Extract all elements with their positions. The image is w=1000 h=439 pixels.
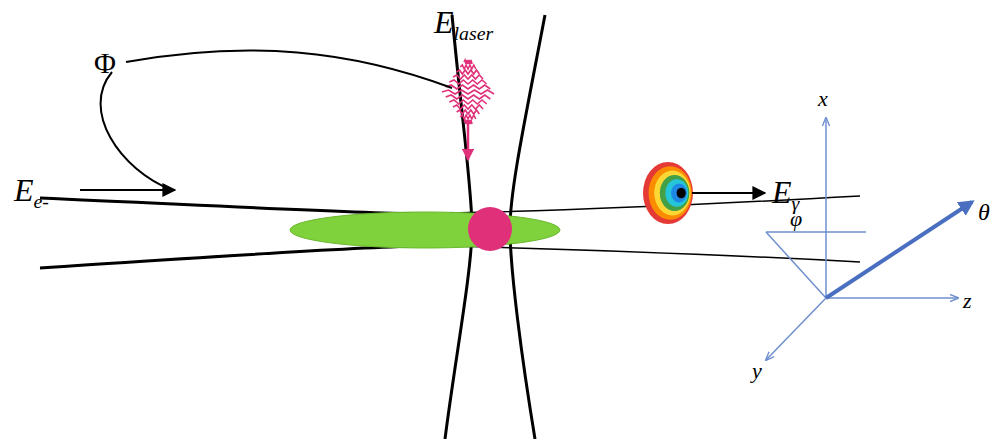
photon-ring (660, 175, 690, 211)
subscript-text: e- (34, 190, 49, 212)
laser-wave (453, 75, 483, 79)
laser-wave (446, 95, 491, 99)
laser-wave (449, 100, 486, 104)
laser-wave (464, 60, 472, 64)
laser-wave (442, 90, 494, 94)
energy-label: Eγ (772, 176, 799, 208)
laser-wave (457, 110, 480, 114)
label-text: E (434, 4, 454, 40)
label-text: x (818, 86, 828, 111)
subscript-text: laser (454, 22, 494, 44)
energy-label: Elaser (434, 6, 493, 38)
label-text: θ (978, 199, 990, 225)
laser-wave (460, 65, 475, 69)
photon-ring (643, 162, 693, 224)
symbol-label: φ (790, 208, 802, 230)
label-text: E (14, 172, 34, 208)
photon-ring (677, 188, 686, 198)
photon-ring (649, 166, 692, 219)
photon-ring (665, 179, 688, 207)
symbol-label: y (752, 360, 762, 382)
label-text: φ (790, 206, 802, 231)
symbol-label: θ (978, 200, 990, 224)
label-text: E (772, 174, 792, 210)
laser-wave (453, 105, 483, 109)
label-text: z (963, 288, 972, 313)
laser-wave (457, 70, 480, 74)
laser-wave (460, 115, 475, 119)
laser-wave (446, 85, 491, 89)
symbol-label: x (818, 88, 828, 110)
symbol-label: z (963, 290, 972, 312)
laser-wave (449, 80, 486, 84)
photon-ring (671, 184, 687, 203)
symbol-label: Φ (94, 48, 116, 78)
label-text: y (752, 358, 762, 383)
energy-label: Ee- (14, 174, 49, 206)
photon-ring (654, 171, 690, 216)
label-text: Φ (94, 46, 116, 79)
